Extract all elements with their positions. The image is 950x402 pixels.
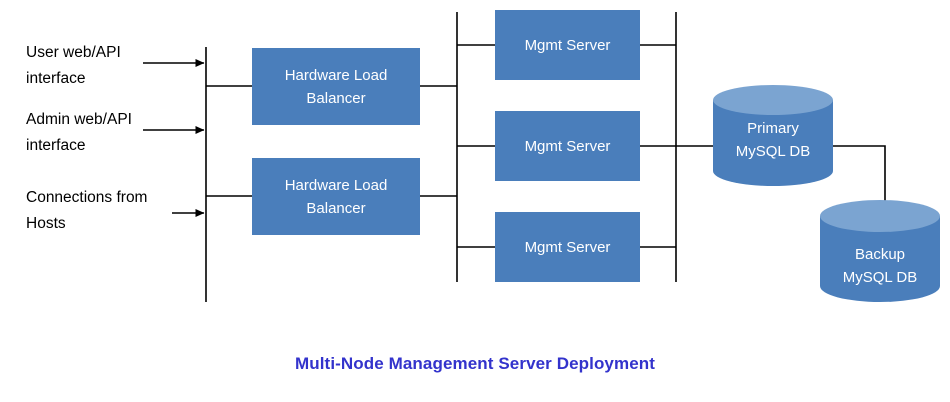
input-label-user: User web/API interface <box>26 44 121 87</box>
mgmt-server-2[interactable]: Mgmt Server <box>495 111 640 181</box>
primary-mysql-db[interactable]: Primary MySQL DB <box>713 85 833 186</box>
mgmt-server-1[interactable]: Mgmt Server <box>495 10 640 80</box>
mgmt-server-2-label: Mgmt Server <box>524 137 611 155</box>
input-label-admin: Admin web/API interface <box>26 111 132 154</box>
hardware-load-balancer-1[interactable]: Hardware Load Balancer <box>252 48 420 125</box>
input-label-hosts: Connections from Hosts <box>26 189 148 232</box>
hardware-load-balancer-2-label: Hardware Load Balancer <box>284 176 388 217</box>
mgmt-server-3-label: Mgmt Server <box>524 238 611 256</box>
backup-mysql-db[interactable]: Backup MySQL DB <box>820 200 940 302</box>
diagram-title: Multi-Node Management Server Deployment <box>294 354 656 373</box>
mgmt-server-3[interactable]: Mgmt Server <box>495 212 640 282</box>
hardware-load-balancer-1-label: Hardware Load Balancer <box>284 66 388 107</box>
mgmt-server-1-label: Mgmt Server <box>524 36 611 54</box>
database-cylinder-icon <box>713 85 833 186</box>
primary-mysql-db-label: Primary MySQL DB <box>735 120 811 160</box>
backup-mysql-db-label: Backup MySQL DB <box>842 246 918 286</box>
hardware-load-balancer-2[interactable]: Hardware Load Balancer <box>252 158 420 235</box>
database-cylinder-icon <box>820 200 940 302</box>
